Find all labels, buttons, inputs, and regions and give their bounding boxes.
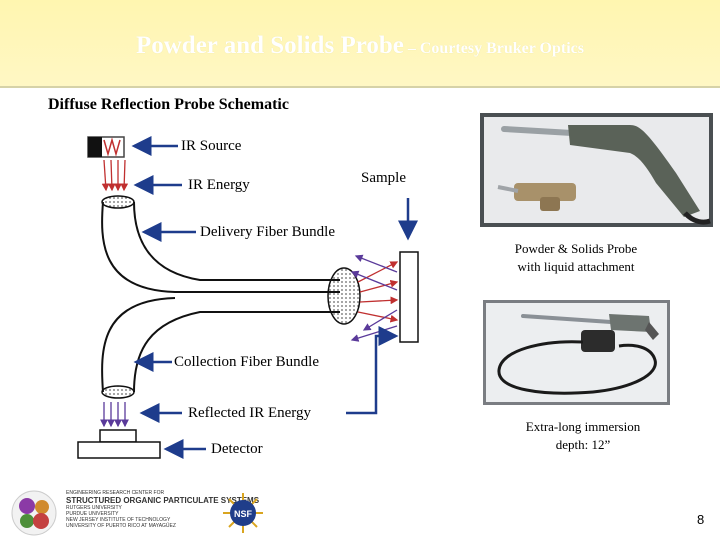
label-detector: Detector [211, 441, 263, 457]
erc-line3: RUTGERS UNIVERSITY [66, 505, 122, 511]
erc-logo [11, 490, 57, 536]
ir-source-lamp [87, 136, 125, 158]
probe-photo-liquid-attachment [480, 113, 713, 227]
photo1-caption-line2: with liquid attachment [517, 259, 635, 274]
label-arrows [131, 136, 418, 459]
photo1-caption: Powder & Solids Probe with liquid attach… [486, 240, 666, 276]
title-main: Powder and Solids Probe [135, 32, 404, 59]
title-banner: Powder and Solids Probe – Courtesy Bruke… [0, 0, 720, 88]
ir-energy-rays [101, 159, 129, 192]
photo2-caption-line2: depth: 12” [555, 437, 611, 452]
fiber-bundle-shape [101, 201, 340, 393]
erc-logo-text: ENGINEERING RESEARCH CENTER FOR STRUCTUR… [66, 490, 259, 529]
label-reflected-ir-energy: Reflected IR Energy [188, 405, 312, 421]
schematic-heading: Diffuse Reflection Probe Schematic [48, 96, 289, 113]
detector-block [77, 429, 161, 459]
label-collection-fiber-bundle: Collection Fiber Bundle [174, 354, 319, 370]
label-ir-source: IR Source [181, 138, 242, 154]
erc-line2: STRUCTURED ORGANIC PARTICULATE SYSTEMS [66, 496, 260, 505]
erc-line5: NEW JERSEY INSTITUTE OF TECHNOLOGY [66, 517, 171, 523]
slide-title: Powder and Solids Probe – Courtesy Bruke… [0, 32, 720, 60]
label-ir-energy: IR Energy [188, 177, 250, 193]
photo2-caption: Extra-long immersion depth: 12” [498, 418, 668, 454]
nsf-logo: NSF [223, 493, 263, 533]
probe-photo-extra-long [483, 300, 670, 405]
title-credit: – Courtesy Bruker Optics [403, 40, 584, 57]
erc-line6: UNIVERSITY OF PUERTO RICO AT MAYAGÜEZ [66, 523, 176, 529]
collection-fiber-end [101, 385, 135, 399]
photo1-caption-line1: Powder & Solids Probe [514, 241, 638, 256]
photo2-caption-line1: Extra-long immersion [525, 419, 641, 434]
label-sample: Sample [361, 170, 406, 186]
nsf-logo-text: NSF [234, 509, 253, 519]
sample-plate [399, 251, 419, 343]
erc-line4: PURDUE UNIVERSITY [66, 511, 119, 517]
page-number: 8 [697, 512, 705, 527]
delivery-fiber-end [101, 195, 135, 209]
reflected-ir-rays [100, 402, 129, 428]
probe-tip-fibers [327, 267, 361, 325]
label-delivery-fiber-bundle: Delivery Fiber Bundle [200, 224, 335, 240]
erc-line1: ENGINEERING RESEARCH CENTER FOR [66, 490, 165, 496]
